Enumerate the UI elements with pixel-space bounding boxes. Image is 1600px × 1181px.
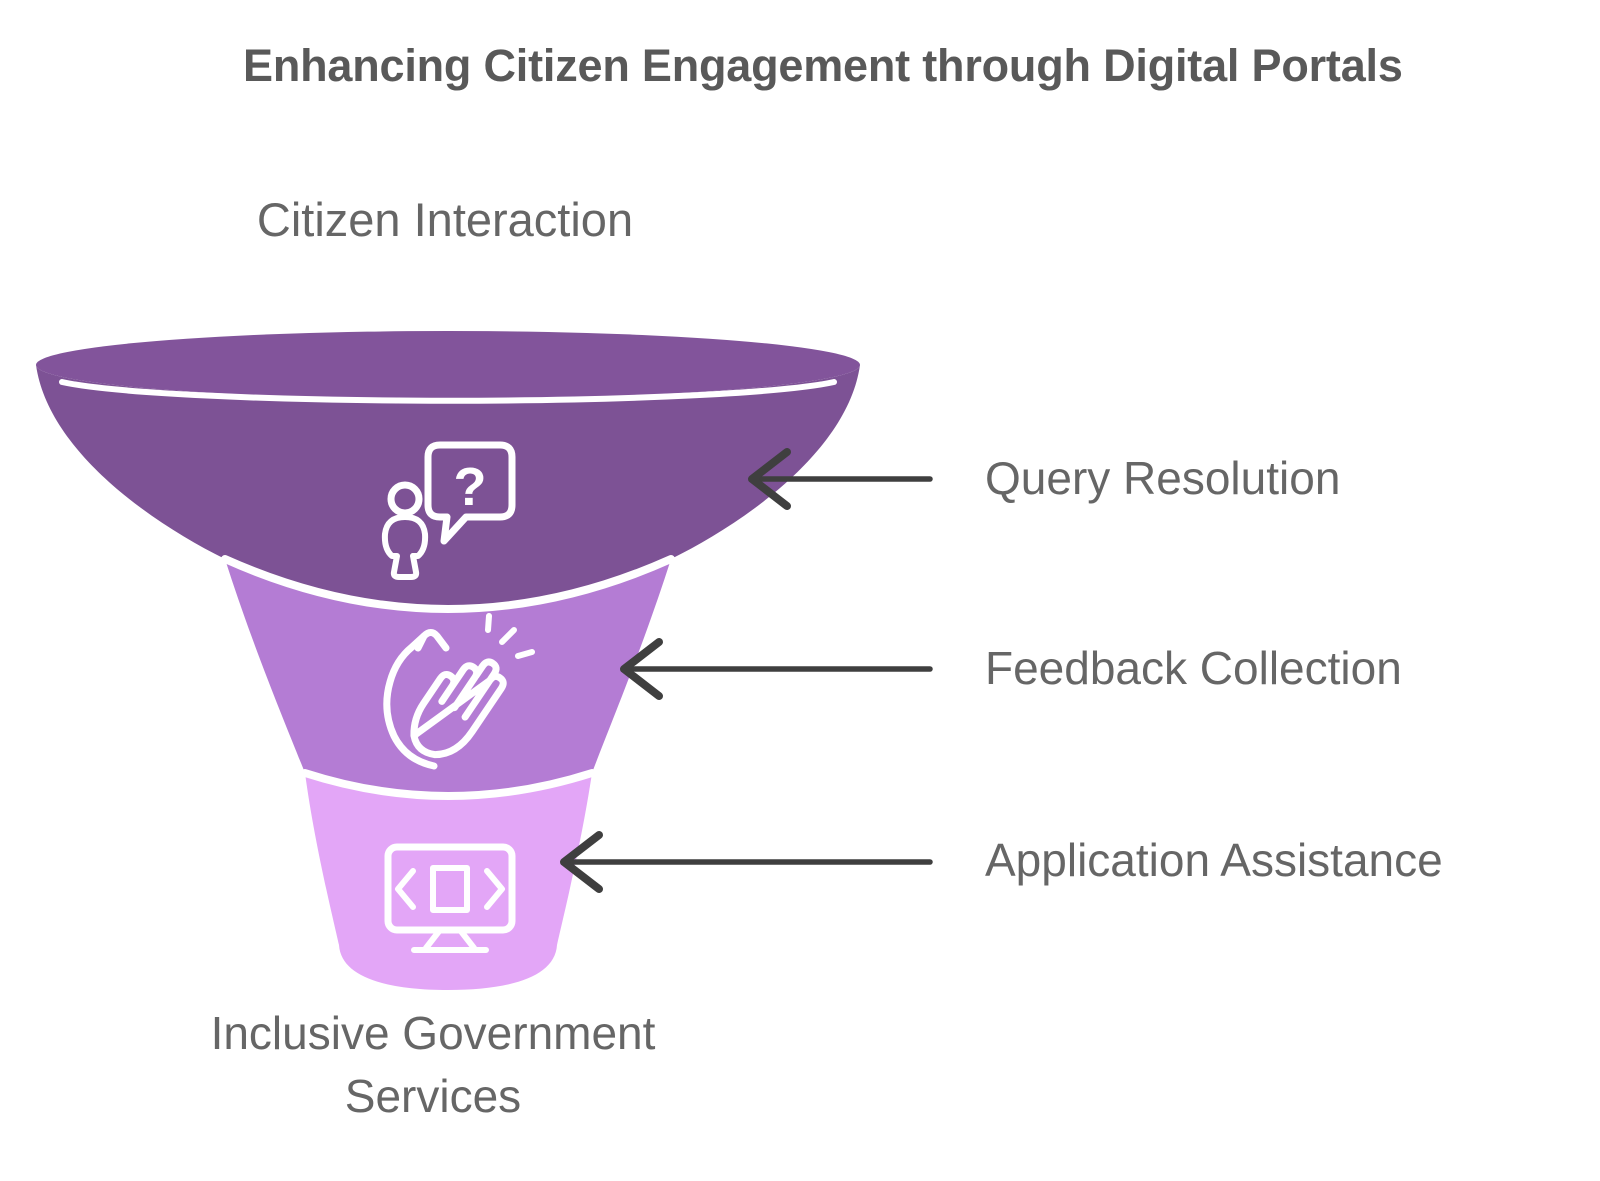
funnel-top-ellipse <box>36 331 860 399</box>
monitor-stand <box>411 927 489 953</box>
funnel-top-label: Citizen Interaction <box>256 193 634 246</box>
funnel-stage-3-shape <box>305 773 592 990</box>
diagram-title: Enhancing Citizen Engagement through Dig… <box>243 40 1403 91</box>
arrow-head <box>620 638 663 700</box>
arrow-feedback-collection <box>620 638 933 700</box>
speech-bubble-shape <box>424 441 516 545</box>
arrow-head <box>748 448 791 510</box>
stage-label-application-assistance: Application Assistance <box>985 834 1443 886</box>
clapping-hands-icon <box>383 613 535 770</box>
stage-label-feedback-collection: Feedback Collection <box>985 642 1402 694</box>
funnel-bottom-label: Inclusive Government Services <box>210 1007 656 1122</box>
person-question-icon: ? <box>381 441 516 580</box>
arrow-query-resolution <box>748 448 933 510</box>
funnel-stage-1-shape <box>36 365 860 609</box>
question-mark-glyph: ? <box>454 457 487 517</box>
funnel-rim-separator <box>59 379 837 404</box>
arrow-head <box>560 831 603 893</box>
back-hand-outline <box>383 629 450 770</box>
funnel-diagram: ? <box>36 331 933 990</box>
arrow-application-assistance <box>560 831 933 893</box>
funnel-separator-2 <box>301 769 596 800</box>
person-body <box>381 514 429 580</box>
funnel-separator-1 <box>221 555 675 613</box>
code-monitor-icon <box>384 843 516 953</box>
monitor-inner-rect <box>430 865 470 913</box>
front-hand-outline <box>410 658 507 759</box>
code-chevron-right <box>484 868 505 910</box>
person-head <box>387 481 423 517</box>
clap-spark-lines <box>485 613 535 659</box>
monitor-frame <box>384 843 516 934</box>
code-chevron-left <box>395 868 416 910</box>
stage-label-query-resolution: Query Resolution <box>985 452 1341 504</box>
